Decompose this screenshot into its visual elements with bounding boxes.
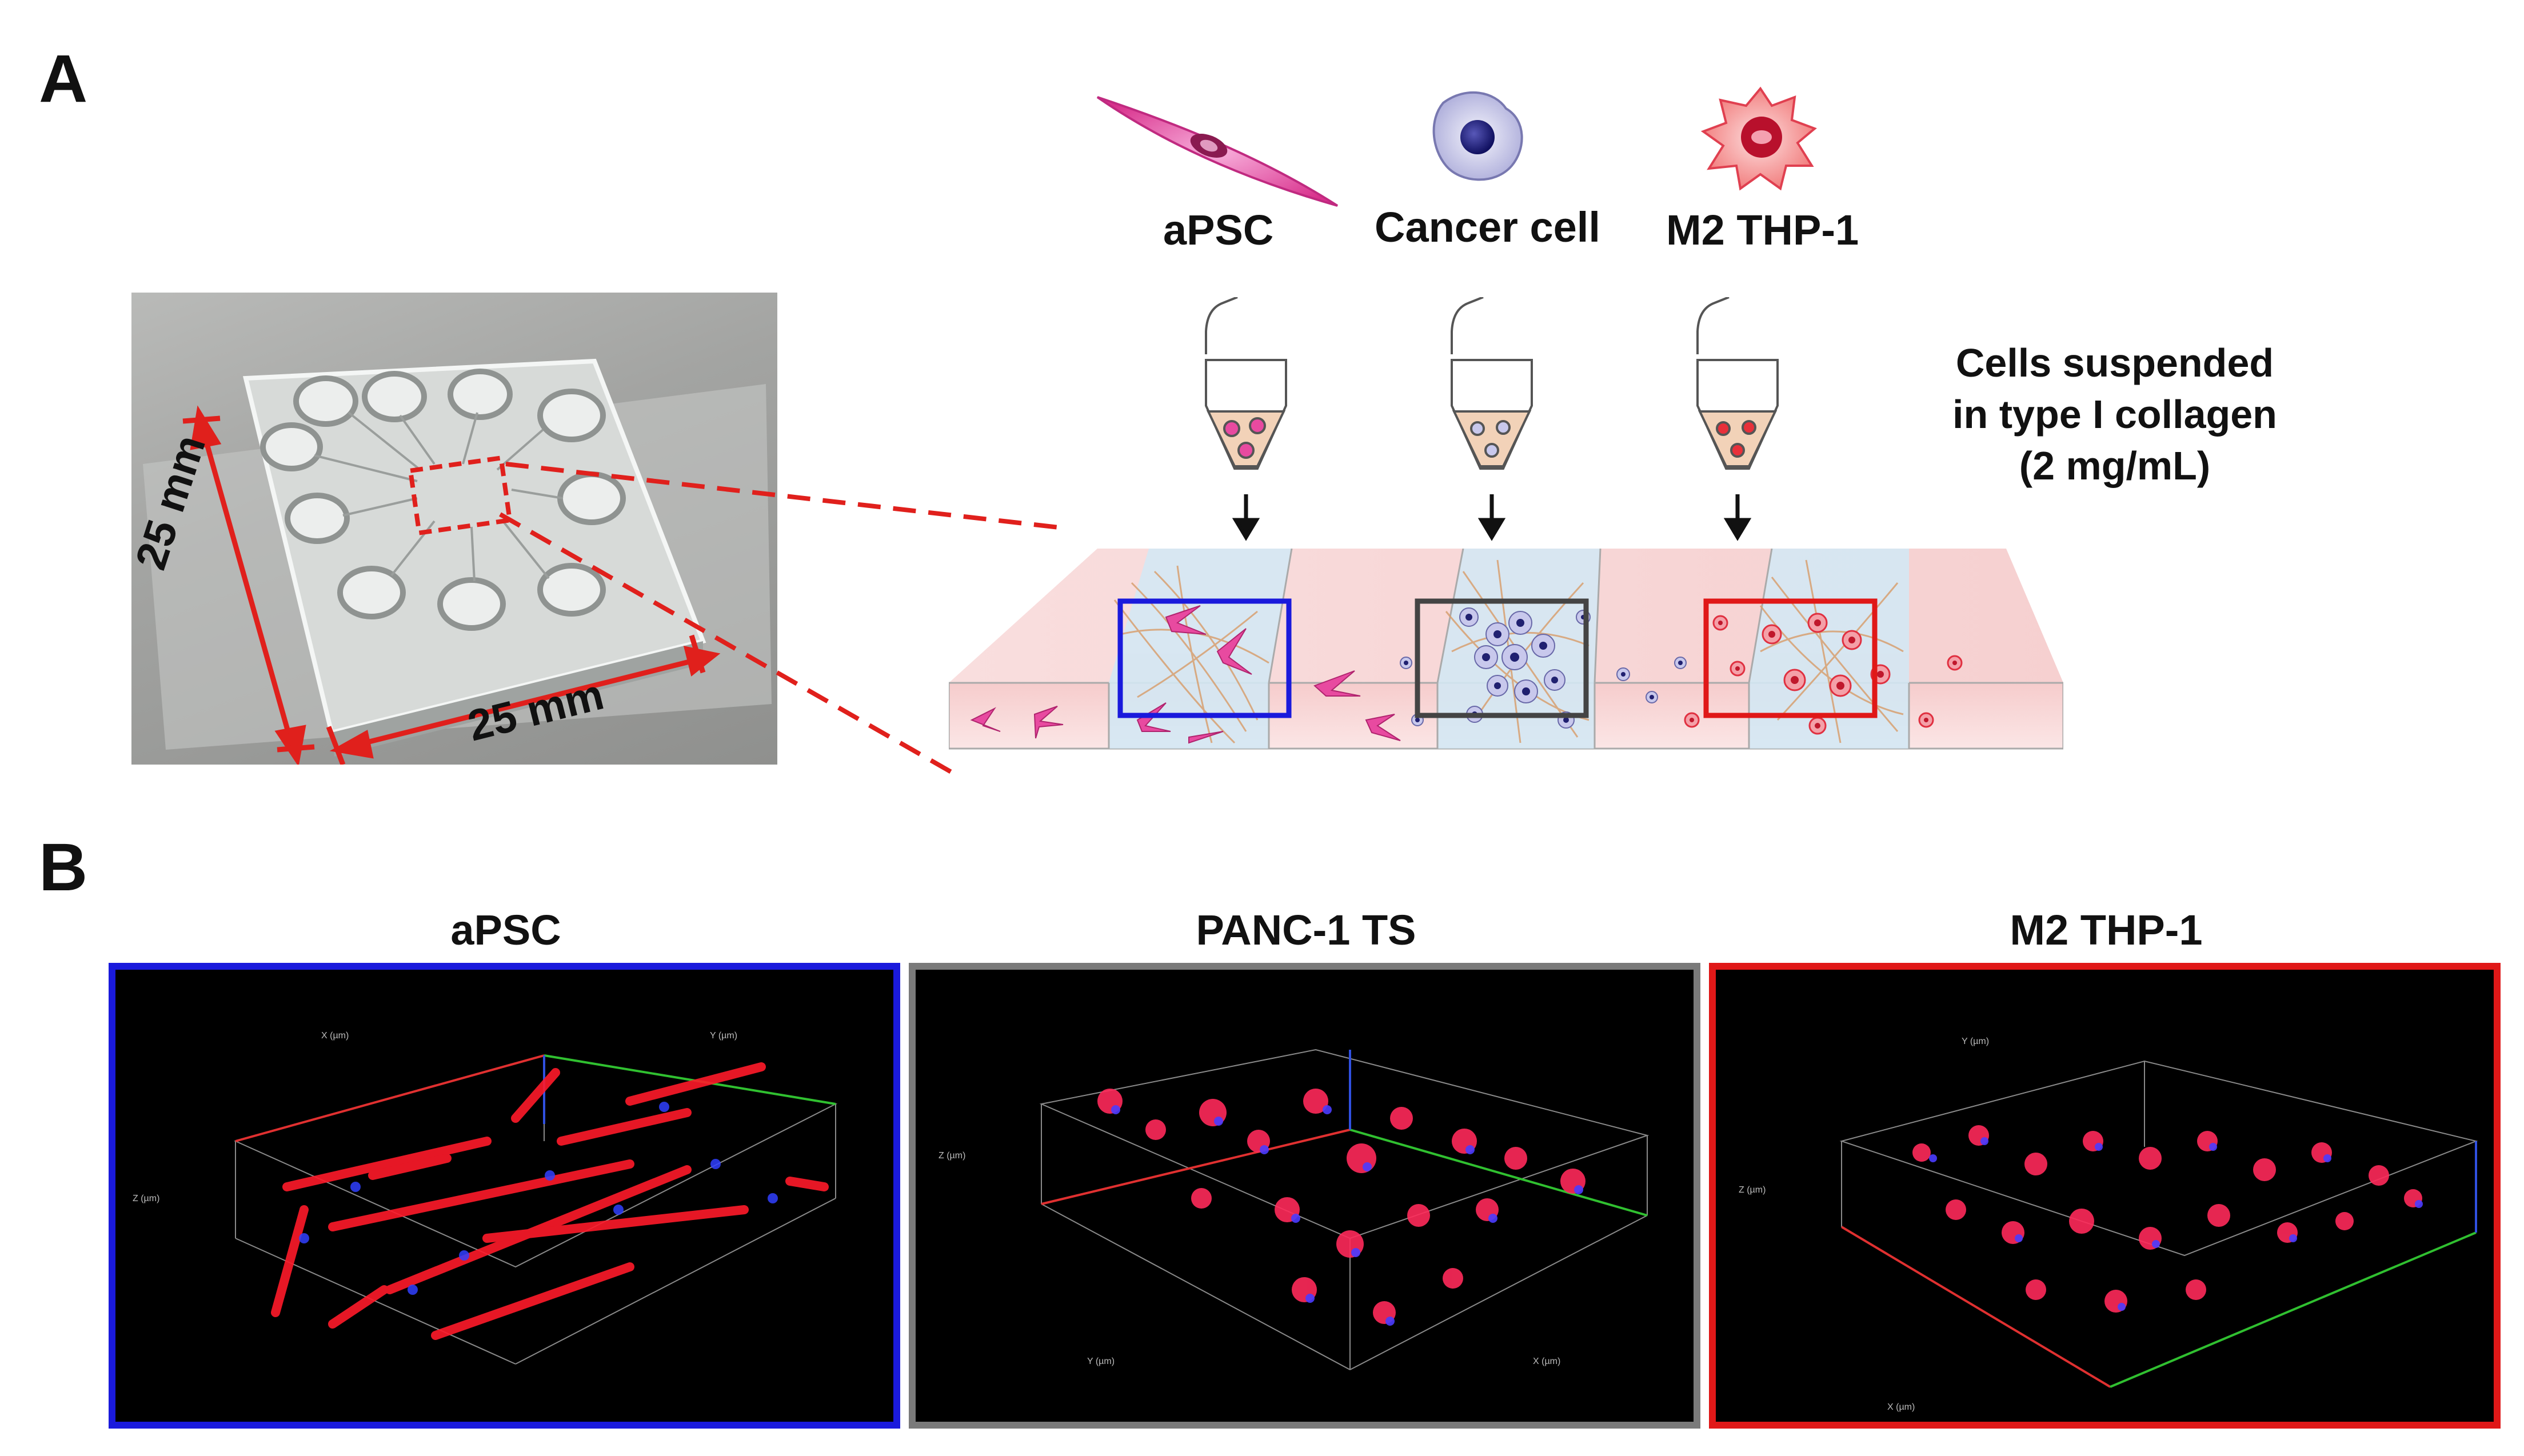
svg-text:Y (µm): Y (µm) — [1962, 1037, 1989, 1046]
panel-a-letter: A — [39, 41, 88, 117]
svg-text:X (µm): X (µm) — [321, 1031, 349, 1041]
roi-box-m2-thp1 — [1703, 598, 1878, 718]
micrograph-title-m2-thp1: M2 THP-1 — [2010, 906, 2203, 954]
tube-apsc — [1205, 297, 1287, 470]
svg-text:X (µm): X (µm) — [1533, 1357, 1560, 1366]
tube-m2-thp1 — [1696, 297, 1779, 470]
m2-thp1-cell-icon — [1700, 86, 1817, 191]
collagen-note: Cells suspended in type I collagen (2 mg… — [1920, 337, 2309, 491]
roi-box-apsc — [1117, 598, 1292, 718]
cell-label-m2-thp1: M2 THP-1 — [1666, 206, 1859, 254]
collagen-tubes — [1205, 297, 1779, 541]
micrograph-apsc-render: X (µm) Y (µm) Z (µm) — [133, 1031, 838, 1365]
apsc-cell-icon — [1096, 96, 1339, 207]
svg-text:Y (µm): Y (µm) — [710, 1031, 737, 1041]
collagen-note-line2: in type I collagen — [1952, 392, 2277, 437]
down-arrows — [1232, 494, 1752, 541]
micrograph-title-apsc: aPSC — [450, 906, 561, 954]
roi-box-cancer — [1415, 598, 1589, 718]
cancer-cell-icon — [1432, 91, 1523, 181]
svg-text:Z (µm): Z (µm) — [133, 1194, 159, 1203]
collagen-note-line3: (2 mg/mL) — [2019, 443, 2211, 488]
micrograph-panc1-ts-render: Y (µm) X (µm) Z (µm) — [938, 1049, 1650, 1370]
device-channel-schematic — [949, 549, 2063, 750]
collagen-note-line1: Cells suspended — [1955, 341, 2274, 385]
cell-label-apsc: aPSC — [1163, 206, 1274, 254]
svg-text:Y (µm): Y (µm) — [1087, 1357, 1115, 1366]
panel-b-letter: B — [39, 830, 88, 905]
tube-cancer — [1451, 297, 1533, 470]
cell-label-cancer: Cancer cell — [1375, 203, 1600, 251]
svg-text:Z (µm): Z (µm) — [1739, 1185, 1766, 1195]
svg-text:X (µm): X (µm) — [1887, 1402, 1915, 1412]
micrograph-m2-thp1: Y (µm) X (µm) Z (µm) — [1709, 963, 2501, 1429]
micrograph-title-panc1-ts: PANC-1 TS — [1196, 906, 1416, 954]
micrograph-panc1-ts: Y (µm) X (µm) Z (µm) — [909, 963, 1700, 1429]
micrograph-apsc: X (µm) Y (µm) Z (µm) — [109, 963, 900, 1429]
micrograph-m2-thp1-render: Y (µm) X (µm) Z (µm) — [1739, 1037, 2478, 1412]
svg-text:Z (µm): Z (µm) — [938, 1151, 965, 1161]
